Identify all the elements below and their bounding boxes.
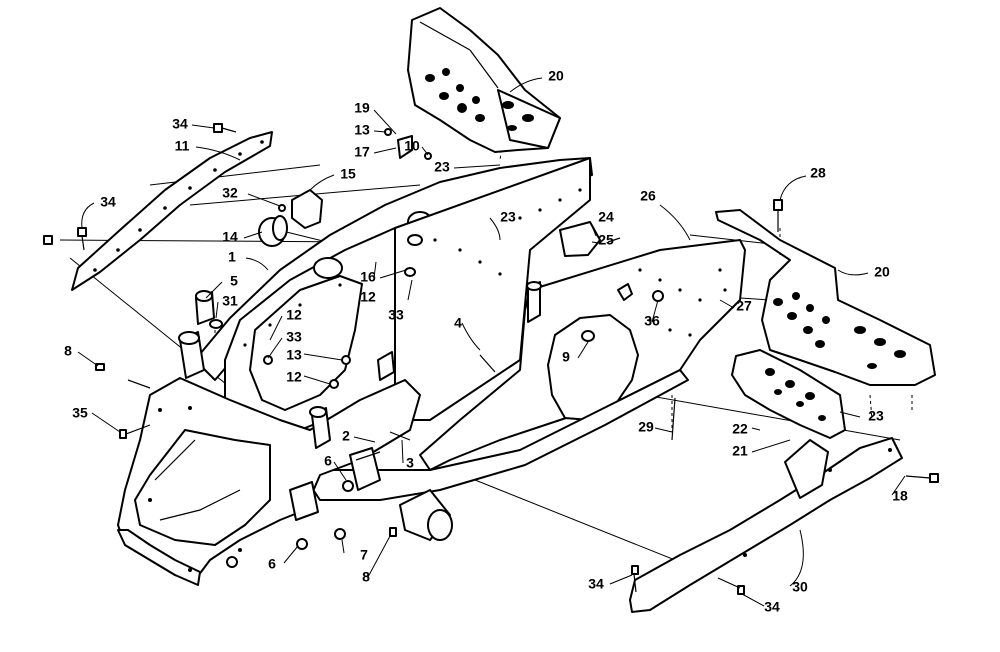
callout-33: 33: [286, 329, 302, 345]
callout-29: 29: [638, 419, 654, 435]
callout-16: 16: [360, 269, 376, 285]
callout-11: 11: [175, 138, 190, 154]
part-20-upper-plate: [407, 7, 561, 153]
callout-15: 15: [340, 166, 356, 182]
callout-2: 2: [342, 428, 350, 444]
callout-leaders: [77, 77, 906, 607]
callout-6: 6: [268, 556, 276, 572]
callout-1: 1: [228, 249, 236, 265]
callout-9: 9: [562, 349, 570, 365]
callout-18: 18: [892, 488, 908, 504]
callout-34: 34: [764, 599, 780, 615]
callout-12: 12: [360, 289, 376, 305]
callout-20: 20: [548, 68, 564, 84]
callout-28: 28: [810, 165, 826, 181]
callout-8: 8: [362, 569, 370, 585]
callout-35: 35: [72, 405, 88, 421]
callout-21: 21: [732, 443, 748, 459]
callout-13: 13: [286, 347, 302, 363]
callout-5: 5: [230, 273, 238, 289]
callout-10: 10: [404, 138, 420, 154]
part-21-lower-plate: [731, 349, 846, 439]
callout-24: 24: [598, 209, 614, 225]
callout-12: 12: [286, 369, 302, 385]
callout-25: 25: [598, 232, 614, 248]
callout-14: 14: [222, 229, 238, 245]
callout-20: 20: [874, 264, 890, 280]
callout-19: 19: [354, 100, 370, 116]
callout-33: 33: [388, 307, 404, 323]
callout-23: 23: [434, 159, 450, 175]
callout-7: 7: [360, 547, 368, 563]
part-28-bolt: [773, 199, 783, 232]
callout-4: 4: [454, 315, 462, 331]
part-30-right-brace: [629, 437, 903, 613]
callout-17: 17: [354, 144, 370, 160]
callout-34: 34: [172, 116, 188, 132]
callout-30: 30: [792, 579, 808, 595]
callout-23: 23: [500, 209, 516, 225]
callout-34: 34: [100, 194, 116, 210]
callout-23: 23: [868, 408, 884, 424]
part-24-bracket: [559, 221, 601, 257]
part-11-left-brace: [71, 131, 273, 291]
part-20-rear-plate: [715, 209, 936, 386]
callout-36: 36: [644, 313, 660, 329]
callout-8: 8: [64, 343, 72, 359]
part-5-bushing: [195, 290, 223, 329]
callout-31: 31: [222, 293, 238, 309]
callout-27: 27: [736, 298, 752, 314]
part-1-main-frame: [117, 157, 746, 586]
callout-6: 6: [324, 453, 332, 469]
callout-26: 26: [640, 188, 656, 204]
callout-12: 12: [286, 307, 302, 323]
callout-13: 13: [354, 122, 370, 138]
callout-32: 32: [222, 185, 238, 201]
callout-22: 22: [732, 421, 748, 437]
part-14-roller: [258, 215, 288, 247]
frame-rivets: [148, 188, 727, 572]
callout-34: 34: [588, 576, 604, 592]
callout-3: 3: [406, 455, 414, 471]
